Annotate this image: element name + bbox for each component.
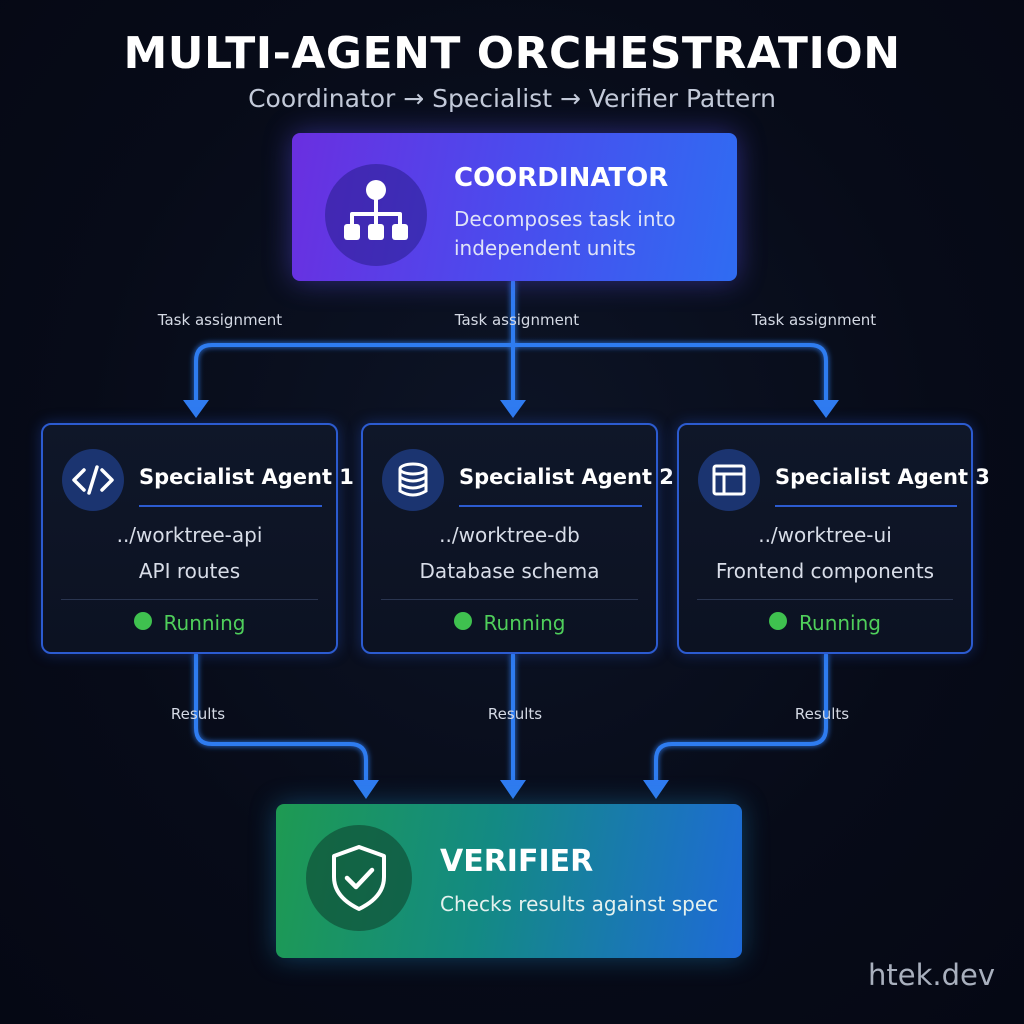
edge-label-assignment-2: Task assignment (454, 311, 580, 329)
specialist-card-3: Specialist Agent 3 ../worktree-ui Fronte… (677, 423, 990, 654)
connector-assign-1 (194, 343, 515, 404)
verifier-title: VERIFIER (440, 844, 594, 879)
status-dot-icon (133, 612, 152, 630)
watermark: htek.dev (868, 958, 996, 992)
worktree-path: ../worktree-ui (758, 523, 892, 547)
edge-label-assignment-1: Task assignment (157, 311, 283, 329)
specialist-description: Database schema (419, 559, 600, 583)
specialist-title: Specialist Agent 2 (459, 465, 674, 489)
arrowhead-result-3 (643, 780, 669, 799)
title-underline (775, 505, 957, 507)
edge-label-results-2: Results (487, 705, 543, 723)
specialist-title: Specialist Agent 3 (775, 465, 990, 489)
specialist-description: Frontend components (715, 559, 935, 583)
specialist-card-1: Specialist Agent 1 ../worktree-api API r… (41, 423, 354, 654)
specialist-title: Specialist Agent 1 (139, 465, 354, 489)
worktree-path: ../worktree-api (116, 523, 263, 547)
coordinator-node: COORDINATOR Decomposes task into indepen… (292, 133, 737, 281)
coordinator-title: COORDINATOR (454, 163, 669, 193)
specialist-description: API routes (138, 559, 241, 583)
code-icon (62, 449, 124, 511)
card-divider (697, 599, 953, 600)
verifier-description: Checks results against spec (440, 892, 719, 916)
connector-assign-3 (511, 343, 828, 404)
arrowhead-assign-3 (813, 400, 839, 418)
edge-label-results-3: Results (794, 705, 850, 723)
edge-label-assignment-3: Task assignment (751, 311, 877, 329)
hierarchy-icon (325, 164, 427, 266)
status-text: Running (799, 611, 881, 635)
card-divider (381, 599, 638, 600)
title-underline (459, 505, 642, 507)
coordinator-description: Decomposes task into independent units (454, 207, 676, 260)
edge-label-results-1: Results (170, 705, 226, 723)
status-text: Running (483, 611, 566, 635)
status-indicator: Running (679, 611, 971, 635)
status-text: Running (163, 611, 246, 635)
card-divider (61, 599, 318, 600)
arrowhead-assign-2 (500, 400, 526, 418)
diagram-title: MULTI-AGENT ORCHESTRATION (123, 28, 901, 79)
status-indicator: Running (43, 611, 336, 635)
status-dot-icon (769, 612, 788, 630)
title-underline (139, 505, 322, 507)
layout-icon (698, 449, 760, 511)
connector-result-1 (194, 653, 368, 784)
worktree-path: ../worktree-db (439, 523, 580, 547)
arrowhead-assign-1 (183, 400, 209, 418)
status-indicator: Running (363, 611, 656, 635)
diagram-subtitle: Coordinator → Specialist → Verifier Patt… (248, 84, 776, 113)
arrowhead-result-1 (353, 780, 379, 799)
specialist-card-2: Specialist Agent 2 ../worktree-db Databa… (361, 423, 674, 654)
arrowhead-result-2 (500, 780, 526, 799)
shield-check-icon (306, 825, 412, 931)
connector-result-3 (654, 653, 828, 784)
database-icon (382, 449, 444, 511)
verifier-node: VERIFIER Checks results against spec (276, 804, 742, 958)
status-dot-icon (453, 612, 472, 630)
